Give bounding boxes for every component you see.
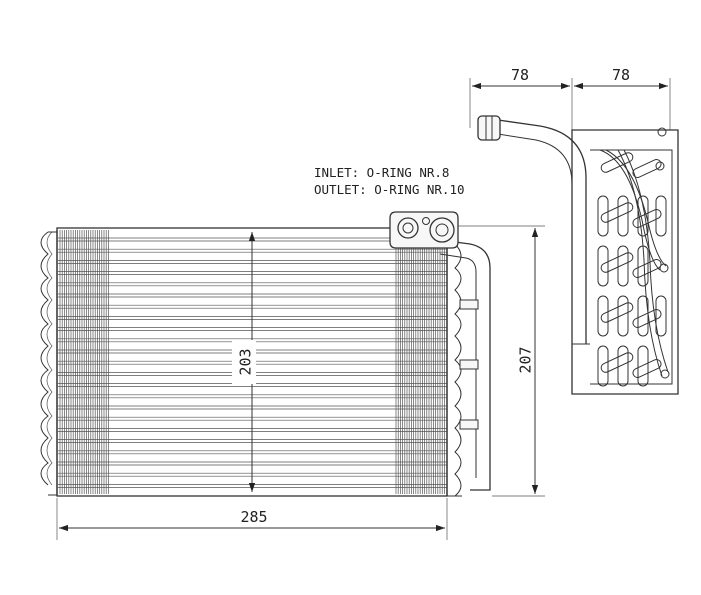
dimension-207-label: 207 (517, 346, 535, 373)
outlet-note: OUTLET: O-RING NR.10 (314, 182, 465, 197)
dimension-78-right-label: 78 (612, 66, 630, 84)
dimension-78-left-label: 78 (511, 66, 529, 84)
dimension-203-label: 203 (237, 348, 255, 375)
dimension-285-label: 285 (240, 508, 267, 526)
dimension-total-height: 207 (458, 225, 545, 497)
side-plate-slots (597, 152, 667, 387)
left-end-tank (40, 230, 58, 496)
dimension-core-width: 285 (56, 498, 448, 540)
dimension-top-widths: 78 78 (469, 66, 671, 130)
front-view: 203 207 285 (40, 211, 545, 540)
side-view-pipe (477, 115, 587, 344)
oring-notes: INLET: O-RING NR.8 OUTLET: O-RING NR.10 (314, 165, 465, 197)
side-view: 78 78 (469, 66, 679, 395)
side-pipe (439, 239, 491, 491)
inlet-note: INLET: O-RING NR.8 (314, 165, 449, 180)
right-end-tank (446, 228, 462, 497)
fins-left (59, 230, 109, 494)
connection-flange (389, 211, 459, 249)
internal-tubes (599, 127, 670, 379)
fins-right (395, 230, 445, 494)
dimension-core-height: 203 (232, 232, 256, 492)
